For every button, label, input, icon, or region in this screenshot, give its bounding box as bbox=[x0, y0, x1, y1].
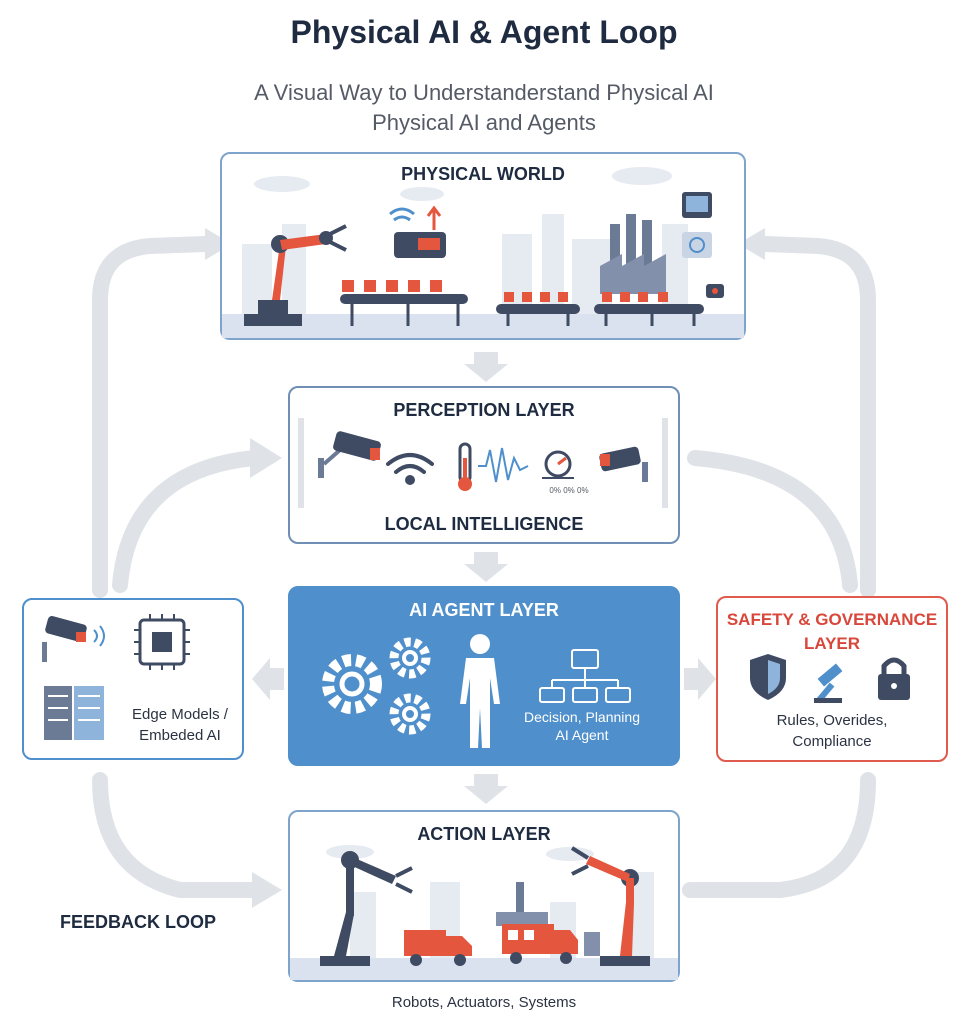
edge-hardware-illustration bbox=[42, 614, 190, 740]
feedback-loop-label: FEEDBACK LOOP bbox=[60, 912, 217, 932]
ai-agent-illustration bbox=[322, 634, 631, 748]
lock-icon bbox=[878, 657, 910, 700]
ai-agent-layer-box: AI AGENT LAYER Decision, Planning AI Age… bbox=[288, 586, 680, 766]
conveyor-belt-icon bbox=[340, 280, 468, 326]
gears-icon bbox=[322, 637, 431, 735]
wifi-icon bbox=[386, 453, 434, 485]
robot-arm-icon bbox=[244, 224, 347, 326]
safety-label-line-2: LAYER bbox=[803, 634, 861, 653]
security-camera-icon bbox=[599, 446, 648, 482]
action-illustration bbox=[290, 845, 678, 980]
safety-caption-line-2: Compliance bbox=[792, 733, 872, 750]
security-camera-icon bbox=[318, 431, 381, 478]
safety-caption-line-1: Rules, Overides, bbox=[776, 712, 888, 729]
safety-governance-label: SAFETY & GOVERNANCE LAYER bbox=[718, 608, 946, 656]
ai-agent-caption: Decision, Planning AI Agent bbox=[512, 708, 652, 744]
wifi-sensor-icon bbox=[389, 205, 446, 258]
human-figure-icon bbox=[460, 634, 500, 748]
hierarchy-icon bbox=[539, 649, 631, 703]
safety-label-line-1: SAFETY & GOVERNANCE bbox=[726, 610, 938, 629]
local-intelligence-label: LOCAL INTELLIGENCE bbox=[384, 514, 584, 534]
factory-scene-illustration bbox=[222, 167, 744, 338]
gauge-caption: 0% 0% 0% bbox=[549, 486, 589, 495]
truck-icon bbox=[502, 924, 578, 964]
factory-icon bbox=[496, 882, 548, 926]
signal-wave-icon bbox=[478, 447, 529, 483]
action-caption: Robots, Actuators, Systems bbox=[391, 994, 577, 1011]
robot-arm-icon bbox=[320, 851, 413, 966]
ai-agent-caption-line-1: Decision, Planning bbox=[524, 709, 640, 725]
truck-icon bbox=[404, 930, 472, 966]
edge-models-caption: Edge Models / Embeded AI bbox=[116, 704, 244, 746]
gavel-icon bbox=[814, 663, 843, 704]
factory-icon bbox=[594, 214, 704, 326]
crate-icon bbox=[584, 932, 600, 956]
action-layer-box: ACTION LAYER bbox=[288, 810, 680, 982]
camera-icon bbox=[706, 284, 724, 298]
perception-layer-label: PERCEPTION LAYER bbox=[393, 400, 575, 420]
safety-governance-box: SAFETY & GOVERNANCE LAYER Rules, Overide… bbox=[716, 596, 948, 762]
monitor-icon bbox=[682, 192, 712, 258]
ai-agent-layer-label: AI AGENT LAYER bbox=[409, 600, 559, 620]
safety-caption: Rules, Overides, Compliance bbox=[718, 710, 946, 752]
thermometer-icon bbox=[458, 442, 472, 491]
chip-icon bbox=[134, 614, 190, 670]
security-camera-icon bbox=[42, 616, 105, 662]
perception-sensors-illustration bbox=[298, 418, 668, 508]
action-layer-label: ACTION LAYER bbox=[417, 824, 551, 844]
edge-caption-line-1: Edge Models / bbox=[132, 706, 228, 723]
ai-agent-caption-line-2: AI Agent bbox=[555, 727, 609, 743]
page-subtitle: A Visual Way to Understanderstand Physic… bbox=[0, 78, 968, 138]
page-title: Physical AI & Agent Loop bbox=[290, 14, 678, 50]
robot-arm-icon bbox=[570, 846, 650, 966]
perception-layer-box: PERCEPTION LAYER 0% 0% bbox=[288, 386, 680, 544]
physical-world-box: PHYSICAL WORLD bbox=[220, 152, 746, 340]
subtitle-line-2: Physical AI and Agents bbox=[372, 110, 596, 135]
edge-models-box: Edge Models / Embeded AI bbox=[22, 598, 244, 760]
safety-icons bbox=[750, 654, 910, 704]
edge-caption-line-2: Embeded AI bbox=[139, 727, 221, 744]
server-rack-icon bbox=[44, 686, 104, 740]
conveyor-belt-icon bbox=[496, 292, 580, 326]
physical-world-label: PHYSICAL WORLD bbox=[401, 164, 565, 184]
subtitle-line-1: A Visual Way to Understanderstand Physic… bbox=[254, 80, 714, 105]
gauge-icon bbox=[542, 450, 574, 479]
